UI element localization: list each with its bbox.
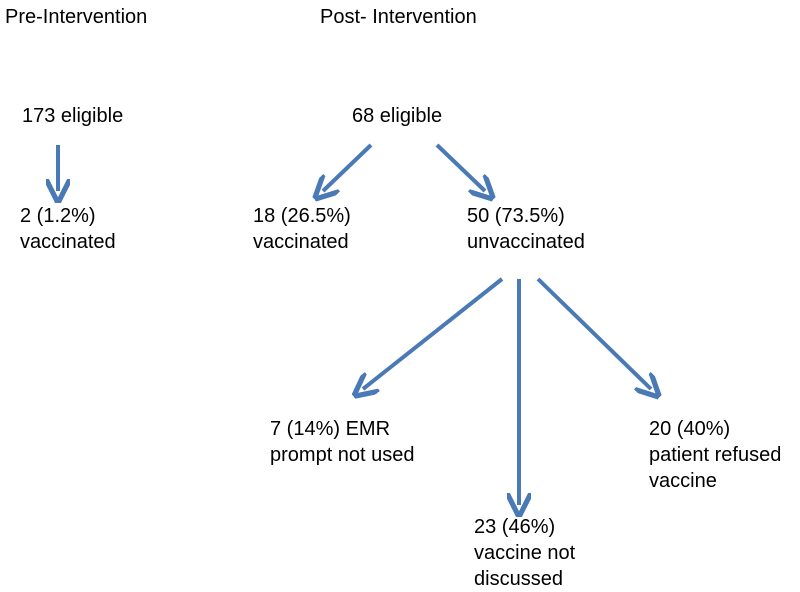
post-vaccinated-node: 18 (26.5%) vaccinated	[253, 203, 351, 255]
emr-prompt-not-used-node: 7 (14%) EMR prompt not used	[270, 416, 415, 468]
refused-label-2: vaccine	[649, 470, 717, 492]
not-discussed-label-1: vaccine not	[474, 542, 576, 564]
not-discussed-label-2: discussed	[474, 568, 563, 590]
post-vaccinated-label: vaccinated	[253, 231, 349, 253]
patient-refused-node: 20 (40%) patient refused vaccine	[649, 416, 781, 494]
post-unvaccinated-node: 50 (73.5%) unvaccinated	[467, 203, 585, 255]
pre-vaccinated-node: 2 (1.2%) vaccinated	[20, 203, 116, 255]
post-vaccinated-count: 18 (26.5%)	[253, 205, 351, 227]
post-eligible-node: 68 eligible	[352, 105, 443, 127]
refused-label-1: patient refused	[649, 444, 782, 466]
arrow-unvaccinated-to-emr	[363, 277, 504, 389]
not-discussed-count: 23 (46%)	[474, 516, 556, 538]
pre-intervention-header: Pre-Intervention	[5, 6, 148, 28]
arrow-post-eligible-to-vaccinated	[323, 143, 373, 191]
arrow-post-eligible-to-unvaccinated	[435, 143, 485, 191]
pre-eligible-node: 173 eligible	[22, 105, 124, 127]
post-unvaccinated-count: 50 (73.5%)	[467, 205, 565, 227]
pre-vaccinated-label: vaccinated	[20, 231, 116, 253]
vaccine-not-discussed-node: 23 (46%) vaccine not discussed	[474, 514, 575, 592]
refused-count: 20 (40%)	[649, 418, 731, 440]
pre-vaccinated-count: 2 (1.2%)	[20, 205, 96, 227]
post-unvaccinated-label: unvaccinated	[467, 231, 585, 253]
emr-count: 7 (14%) EMR	[270, 418, 391, 440]
arrow-unvaccinated-to-refused	[536, 277, 651, 389]
emr-label: prompt not used	[270, 444, 415, 466]
post-intervention-header: Post- Intervention	[320, 6, 477, 28]
